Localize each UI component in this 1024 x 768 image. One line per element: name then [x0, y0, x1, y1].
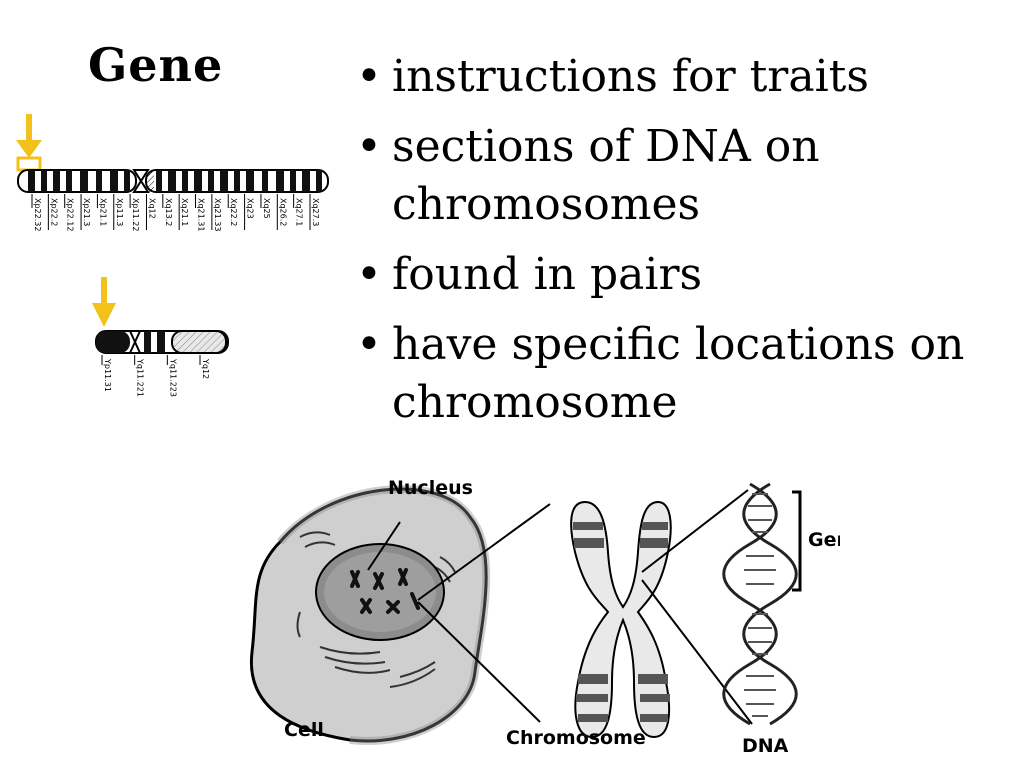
- band-label: Xq21.31: [197, 198, 206, 231]
- marker-arrow-icon: [16, 114, 42, 172]
- band-label: Xp22.2: [49, 198, 58, 226]
- band-label: Xq21.33: [213, 198, 222, 231]
- band-label: Xp11.22: [131, 198, 140, 231]
- bullet-item: sections of DNA on chromosomes: [352, 118, 1012, 234]
- cell-diagram: Nucleus Cell Chromosome: [240, 462, 840, 766]
- band-label: Xp22.32: [33, 198, 42, 231]
- band-label: Yq11.223: [168, 358, 177, 397]
- band-label: Xq25: [262, 198, 271, 219]
- band-label: Xp21.1: [98, 198, 107, 226]
- band-label: Xp21.3: [82, 198, 91, 226]
- cell-label: Cell: [284, 719, 324, 741]
- band-label: Xq26.2: [278, 198, 287, 226]
- band-label: Xp11.3: [115, 198, 124, 226]
- band-label: Yq11.221: [136, 358, 145, 397]
- cell-illustration: [249, 485, 491, 745]
- band-label: Yq12: [201, 358, 210, 379]
- band-label: Yp11.31: [103, 358, 112, 392]
- chromosome-label: Chromosome: [506, 727, 646, 749]
- band-label: Xq13.2: [164, 198, 173, 226]
- band-label: Xp22.12: [66, 198, 75, 231]
- marker-arrow-icon: [92, 277, 116, 327]
- dna-label: DNA: [742, 735, 789, 757]
- band-label: Xq21.1: [180, 198, 189, 226]
- bullet-item: have specific locations on chromosome: [352, 316, 1012, 432]
- gene-bracket: [792, 490, 802, 592]
- chromosome-illustration: [570, 500, 672, 739]
- band-label: Xq27.1: [295, 198, 304, 226]
- y-chromosome-ideogram: Yp11.31 Yq11.221 Yq11.223 Yq12: [92, 277, 229, 397]
- band-label: Xq23: [246, 198, 255, 219]
- nucleus-label: Nucleus: [388, 477, 473, 499]
- slide-title: Gene: [88, 38, 224, 92]
- band-label: Xq22.2: [229, 198, 238, 226]
- dna-helix-illustration: [722, 482, 798, 726]
- bullet-item: instructions for traits: [352, 48, 1012, 106]
- band-label: Xq27.3: [311, 198, 320, 226]
- x-chromosome-ideogram: Xp22.32 Xp22.2 Xp22.12 Xp21.3 Xp21.1 Xp11.3 Xp…: [16, 114, 329, 231]
- band-label: Xq12: [147, 198, 156, 219]
- bullet-list: instructions for traits sections of DNA …: [352, 48, 1012, 444]
- bullet-item: found in pairs: [352, 246, 1012, 304]
- gene-label: Gene: [808, 529, 840, 551]
